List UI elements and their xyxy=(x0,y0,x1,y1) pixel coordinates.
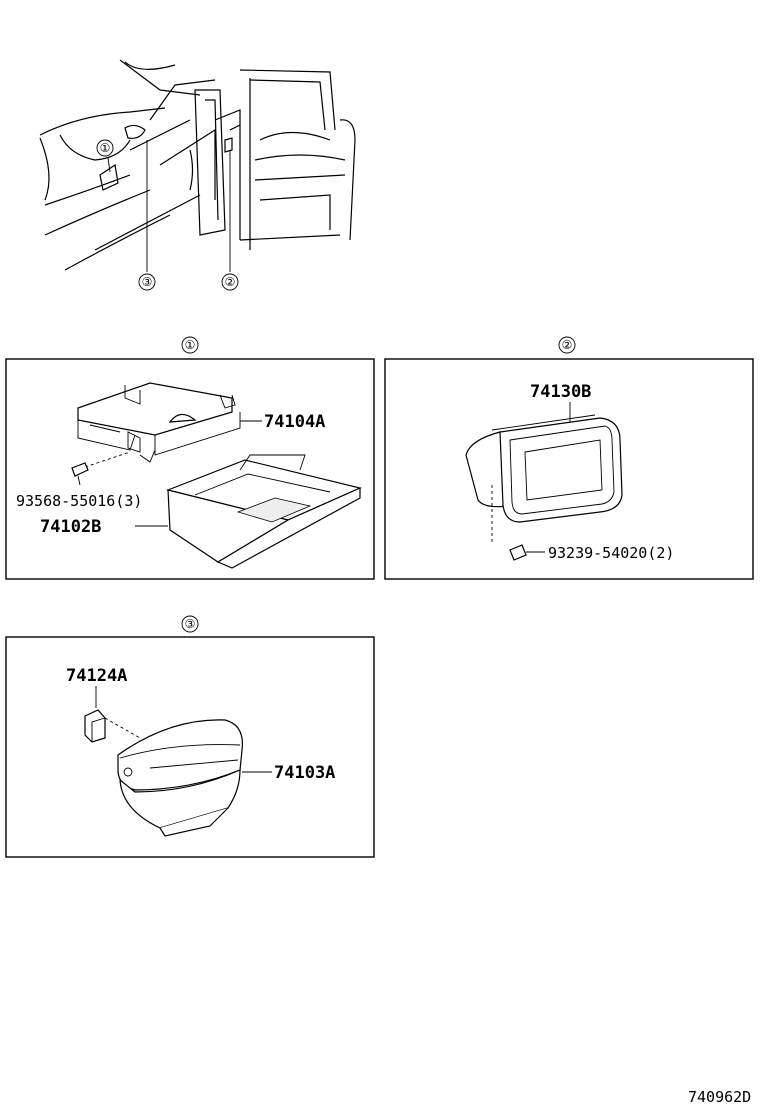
panel-1: ① 74104A 93568-55016(3) xyxy=(5,336,375,580)
panel-3-marker-circle xyxy=(181,615,199,633)
panel-2-frame xyxy=(384,358,754,580)
part-74124A-drawing xyxy=(84,709,106,743)
panel-2-marker: ② xyxy=(562,338,573,352)
overview-callout-1-circle xyxy=(96,139,114,157)
part-number-74130B: 74130B xyxy=(530,382,591,402)
part-number-74103A: 74103A xyxy=(274,763,335,783)
overview-callout-3: ③ xyxy=(142,275,153,289)
overview-callout-1: ① xyxy=(100,141,111,155)
panel-1-frame xyxy=(5,358,375,580)
overview-callout-3-circle xyxy=(138,273,156,291)
part-74102B-drawing xyxy=(166,454,362,569)
part-74104A-drawing xyxy=(77,382,241,463)
overview-callout-2: ② xyxy=(225,275,236,289)
vehicle-interior-overview: ① ② ③ xyxy=(39,59,356,291)
part-74103A-drawing xyxy=(117,719,243,837)
part-74130B-drawing xyxy=(465,414,623,523)
panel-3: ③ 74124A 74103A xyxy=(5,615,375,858)
panel-3-frame xyxy=(5,636,375,858)
panel-2: ② 74130B 93239-54020(2) xyxy=(384,336,754,580)
panel-2-marker-circle xyxy=(558,336,576,354)
part-93239-54020-drawing xyxy=(509,544,545,561)
overview-callout-2-circle xyxy=(221,273,239,291)
panel-3-marker: ③ xyxy=(185,617,196,631)
part-93568-55016-drawing xyxy=(71,451,131,486)
panel-1-marker: ① xyxy=(185,338,196,352)
part-number-74102B: 74102B xyxy=(40,517,101,537)
part-number-74104A: 74104A xyxy=(264,412,325,432)
part-number-74124A: 74124A xyxy=(66,666,127,686)
part-number-93239-54020: 93239-54020(2) xyxy=(548,544,674,562)
panel-1-marker-circle xyxy=(181,336,199,354)
drawing-code: 740962D xyxy=(688,1088,751,1106)
part-number-93568-55016: 93568-55016(3) xyxy=(16,492,142,510)
